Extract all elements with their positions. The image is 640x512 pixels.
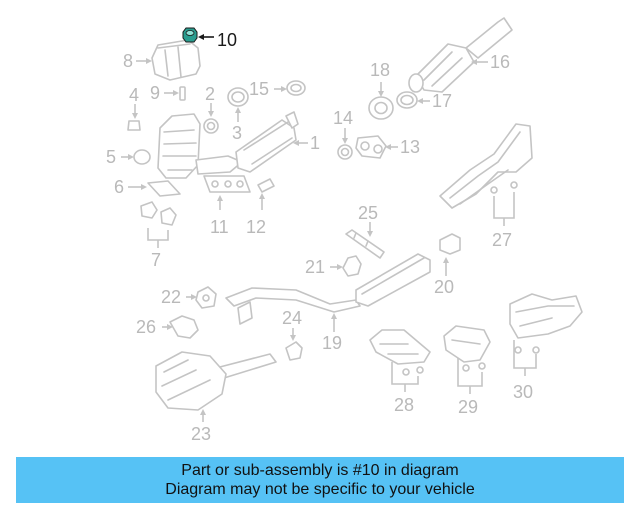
callout-14: 14 bbox=[333, 108, 353, 128]
callout-labels: 10 8 4 9 2 15 3 1 5 6 11 12 7 16 18 17 1… bbox=[106, 30, 533, 444]
banner-line-part: Part or sub-assembly is #10 in diagram bbox=[181, 462, 459, 479]
part-29-heat-shield bbox=[443, 325, 491, 363]
callout-6: 6 bbox=[114, 177, 124, 197]
callout-9: 9 bbox=[150, 83, 160, 103]
callout-11: 11 bbox=[210, 217, 229, 237]
callout-16: 16 bbox=[490, 52, 510, 72]
info-banner: Part or sub-assembly is #10 in diagram D… bbox=[16, 457, 624, 503]
part-4-stud bbox=[127, 120, 141, 131]
part-23-muffler bbox=[155, 351, 227, 411]
banner-line-disclaimer: Diagram may not be specific to your vehi… bbox=[165, 481, 475, 498]
part-12-bolt bbox=[257, 178, 275, 193]
callout-22: 22 bbox=[161, 287, 181, 307]
part-26-mount bbox=[169, 315, 199, 339]
leader-lines bbox=[121, 34, 537, 422]
callout-19: 19 bbox=[322, 333, 342, 353]
callout-21: 21 bbox=[305, 257, 325, 277]
part-19-resonator bbox=[355, 253, 431, 307]
callout-25: 25 bbox=[358, 203, 378, 223]
part-30-heat-shield bbox=[509, 293, 583, 339]
part-6-bracket bbox=[147, 180, 181, 197]
callout-17: 17 bbox=[432, 91, 452, 111]
part-19-pipe bbox=[225, 287, 361, 313]
callout-18: 18 bbox=[370, 60, 390, 80]
part-16-downpipe bbox=[415, 43, 475, 93]
callout-1: 1 bbox=[310, 133, 320, 153]
part-8-cover bbox=[151, 39, 201, 81]
callout-27: 27 bbox=[492, 230, 512, 250]
callout-26: 26 bbox=[136, 317, 156, 337]
callout-15: 15 bbox=[249, 79, 269, 99]
part-catalyst-manifold bbox=[157, 113, 201, 179]
callout-12: 12 bbox=[246, 217, 266, 237]
part-20-hanger bbox=[439, 233, 461, 255]
part-1-converter bbox=[235, 119, 297, 173]
part-28-heat-shield bbox=[369, 329, 431, 365]
callout-29: 29 bbox=[458, 397, 478, 417]
callout-23: 23 bbox=[191, 424, 211, 444]
callout-20: 20 bbox=[434, 277, 454, 297]
part-5-plug bbox=[133, 149, 151, 165]
callout-2: 2 bbox=[205, 84, 215, 104]
part-7-mount-b bbox=[160, 207, 177, 226]
callout-4: 4 bbox=[129, 85, 139, 105]
callout-30: 30 bbox=[513, 382, 533, 402]
callout-10: 10 bbox=[217, 30, 237, 50]
part-9-clip bbox=[179, 86, 186, 101]
part-7-mount-a bbox=[140, 201, 158, 219]
callout-7: 7 bbox=[151, 250, 161, 270]
part-21-hanger bbox=[342, 255, 362, 277]
callout-8: 8 bbox=[123, 51, 133, 71]
part-25-bracket bbox=[345, 229, 385, 259]
callout-24: 24 bbox=[282, 308, 302, 328]
part-24-clamp bbox=[285, 341, 303, 361]
exhaust-parts-diagram: 10 8 4 9 2 15 3 1 5 6 11 12 7 16 18 17 1… bbox=[106, 17, 583, 444]
callout-3: 3 bbox=[232, 123, 242, 143]
callout-5: 5 bbox=[106, 147, 116, 167]
callout-13: 13 bbox=[400, 137, 420, 157]
callout-28: 28 bbox=[394, 395, 414, 415]
part-drawings bbox=[127, 17, 583, 411]
part-10-nut-highlighted bbox=[182, 27, 198, 43]
